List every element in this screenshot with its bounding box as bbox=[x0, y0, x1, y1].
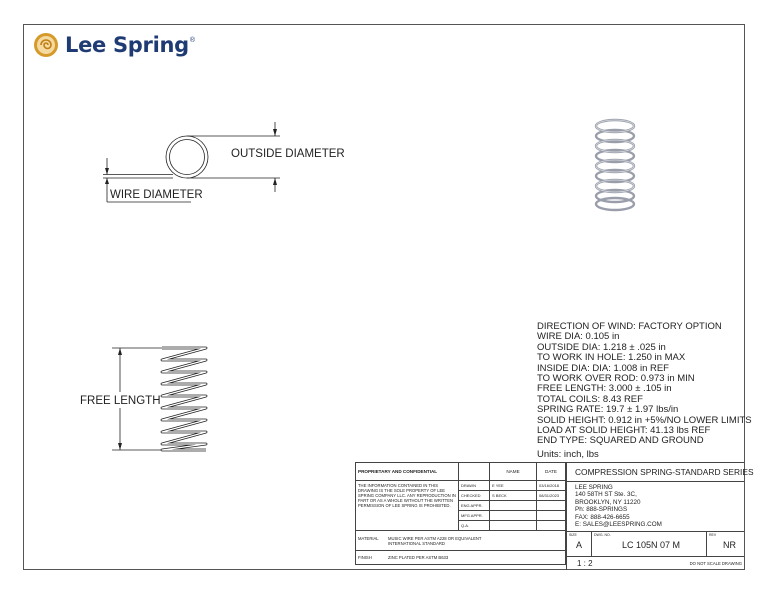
proprietary-notice: THE INFORMATION CONTAINED IN THIS DRAWIN… bbox=[355, 480, 459, 531]
spec-line: TO WORK OVER ROD: 0.973 in MIN bbox=[537, 373, 695, 385]
logo-emblem-icon bbox=[34, 33, 58, 57]
material-row: MATERIAL MUSIC WIRE PER ASTM A228 OR EQUI… bbox=[355, 530, 566, 551]
drawing-number: LC 105N 07 M bbox=[622, 540, 681, 550]
wire-cross-section-drawing bbox=[103, 122, 280, 203]
lee-spring-logo: Lee Spring ® bbox=[33, 30, 195, 60]
drawing-number-label: DWG. NO. bbox=[594, 533, 611, 537]
drawing-title: COMPRESSION SPRING-STANDARD SERIES bbox=[567, 463, 754, 482]
spec-line: TOTAL COILS: 8.43 REF bbox=[537, 393, 643, 405]
date-column-header: DATE bbox=[536, 462, 566, 481]
approval-name: S BECK bbox=[489, 490, 537, 501]
spec-line: INSIDE DIA: DIA: 1.008 in REF bbox=[537, 362, 669, 374]
proprietary-heading: PROPRIETARY AND CONFIDENTIAL bbox=[355, 462, 459, 481]
finish-value: ZINC PLATED PER ASTM B633 bbox=[388, 555, 449, 560]
name-column-header: NAME bbox=[489, 462, 537, 481]
spring-isometric-view bbox=[594, 118, 636, 212]
approval-date bbox=[536, 520, 566, 531]
company-line: LEE SPRING bbox=[575, 484, 613, 491]
material-label: MATERIAL bbox=[358, 535, 379, 541]
spec-line: END TYPE: SQUARED AND GROUND bbox=[537, 435, 704, 447]
size-dwg-rev-row: SIZE A DWG. NO. LC 105N 07 M REV NR bbox=[567, 532, 744, 557]
size-value: A bbox=[576, 540, 583, 550]
spring-side-view bbox=[112, 346, 208, 452]
approval-role: ENG APPR. bbox=[458, 500, 490, 511]
blank-cell bbox=[458, 462, 490, 481]
drawing-number-cell: DWG. NO. LC 105N 07 M bbox=[592, 532, 707, 556]
drawing-sheet-border bbox=[23, 24, 745, 570]
spec-line: WIRE DIA: 0.105 in bbox=[537, 331, 620, 343]
approval-role: CHECKED bbox=[458, 490, 490, 501]
approval-role: Q.A. bbox=[458, 520, 490, 531]
finish-label: FINISH bbox=[358, 555, 372, 560]
revision-cell: REV NR bbox=[707, 532, 744, 556]
revision-label: REV bbox=[709, 533, 717, 537]
wire-diameter-label: WIRE DIAMETER bbox=[110, 189, 203, 201]
material-value: MUSIC WIRE PER ASTM A228 OR EQUIVALENT I… bbox=[388, 535, 482, 546]
company-line: 140 58TH ST Ste. 3C, bbox=[575, 491, 637, 499]
approval-date: 08/31/2023 bbox=[536, 490, 566, 501]
spec-line: SOLID HEIGHT: 0.912 in +5%/NO LOWER LIMI… bbox=[537, 414, 752, 426]
size-cell: SIZE A bbox=[567, 532, 592, 556]
outside-diameter-label: OUTSIDE DIAMETER bbox=[231, 148, 345, 160]
title-block-approvals: PROPRIETARY AND CONFIDENTIAL NAME DATE T… bbox=[355, 462, 566, 565]
brand-name: Lee Spring bbox=[65, 33, 189, 57]
spec-line: FREE LENGTH: 3.000 ± .105 in bbox=[537, 383, 672, 395]
approval-name bbox=[489, 520, 537, 531]
approval-role: DRAWN bbox=[458, 480, 490, 491]
free-length-label: FREE LENGTH bbox=[80, 395, 161, 407]
do-not-scale-note: DO NOT SCALE DRAWING bbox=[689, 561, 742, 566]
approval-name bbox=[489, 500, 537, 511]
title-block-info: COMPRESSION SPRING-STANDARD SERIES LEE S… bbox=[566, 462, 754, 571]
scale-row: 1 : 2 DO NOT SCALE DRAWING bbox=[567, 557, 744, 571]
approval-date bbox=[536, 510, 566, 521]
spec-line: OUTSIDE DIA: 1.218 ± .025 in bbox=[537, 341, 666, 353]
company-line: FAX: 888-426-6655 bbox=[575, 513, 630, 521]
brand-registered-mark: ® bbox=[189, 36, 196, 44]
company-line: E: SALES@LEESPRING.COM bbox=[575, 521, 662, 529]
approval-name: E YEE bbox=[489, 480, 537, 491]
size-label: SIZE bbox=[569, 533, 577, 537]
company-line: BROOKLYN, NY 11220 bbox=[575, 498, 641, 506]
spec-line: TO WORK IN HOLE: 1.250 in MAX bbox=[537, 352, 686, 364]
approval-date: 03/16/2018 bbox=[536, 480, 566, 491]
spring-specifications: DIRECTION OF WIND: FACTORY OPTION WIRE D… bbox=[537, 321, 752, 447]
company-line: Ph: 888-SPRINGS bbox=[575, 506, 628, 514]
finish-row: FINISH ZINC PLATED PER ASTM B633 bbox=[355, 550, 566, 565]
approval-date bbox=[536, 500, 566, 511]
approval-name bbox=[489, 510, 537, 521]
spec-line: SPRING RATE: 19.7 ± 1.97 lbs/in bbox=[537, 404, 679, 416]
revision-value: NR bbox=[723, 540, 736, 550]
approval-role: MFG APPR. bbox=[458, 510, 490, 521]
scale-value: 1 : 2 bbox=[577, 559, 593, 568]
units-note: Units: inch, lbs bbox=[537, 449, 599, 460]
spec-line: LOAD AT SOLID HEIGHT: 41.13 lbs REF bbox=[537, 425, 711, 437]
spec-line: DIRECTION OF WIND: FACTORY OPTION bbox=[537, 321, 722, 332]
company-info: LEE SPRING 140 58TH ST Ste. 3C, BROOKLYN… bbox=[567, 482, 744, 532]
